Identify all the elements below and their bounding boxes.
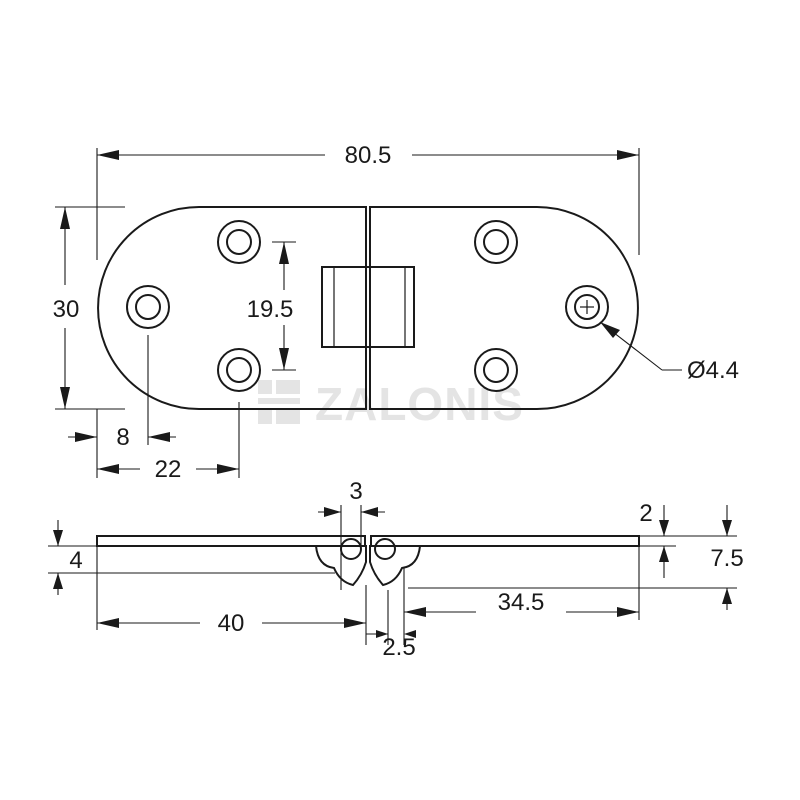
watermark-text: ZALONIS (315, 378, 524, 430)
dimension-label: 7.5 (710, 545, 743, 572)
dimension-label: 22 (155, 456, 182, 483)
dimension-hole-spacing: 19.5 (247, 241, 296, 371)
dimension-left-thickness: 4 (48, 520, 335, 595)
watermark-logo-icon (258, 380, 300, 424)
dimension-label: 34.5 (498, 589, 545, 616)
right-knuckle (369, 538, 422, 587)
dimension-label: 2 (639, 500, 652, 527)
watermark: ZALONIS (258, 378, 524, 430)
dimension-label: 80.5 (345, 142, 392, 169)
dimension-left-leaf-length: 40 (96, 546, 367, 645)
dimension-overall-height: 7.5 (408, 505, 744, 610)
top-view: 80.5 30 19.5 Ø4.4 (53, 142, 739, 483)
knuckle-block (321, 266, 415, 348)
dimension-edge-to-hole-pair: 22 (97, 402, 240, 483)
dimension-hole-diameter: Ø4.4 (599, 321, 739, 384)
dimension-right-leaf-length: 34.5 (403, 546, 640, 645)
side-view: 3 4 2 7. (48, 478, 744, 661)
hole (126, 285, 170, 329)
dimension-label: 3 (349, 478, 362, 505)
right-plate (370, 535, 640, 547)
left-plate (96, 535, 366, 547)
dimension-label: 8 (116, 424, 129, 451)
hole (474, 348, 518, 392)
dimension-overall-length: 80.5 (96, 142, 640, 260)
dimension-label: 19.5 (247, 296, 294, 323)
left-leaf-outline (97, 206, 367, 410)
right-leaf-outline (369, 206, 639, 410)
dimension-height: 30 (53, 206, 125, 410)
hole (474, 220, 518, 264)
dimension-label: 30 (53, 296, 80, 323)
dimension-label: Ø4.4 (687, 357, 739, 384)
hole (217, 220, 261, 264)
dimension-label: 4 (69, 547, 82, 574)
dimension-gap: 2.5 (366, 590, 416, 661)
hole (217, 348, 261, 392)
dimension-edge-to-hole: 8 (68, 335, 176, 478)
hole-with-screw (565, 285, 609, 329)
dimension-knuckle-width: 3 (318, 478, 385, 590)
dimension-label: 2.5 (382, 634, 415, 661)
dimension-label: 40 (218, 610, 245, 637)
dimension-right-thickness: 2 (639, 500, 676, 578)
